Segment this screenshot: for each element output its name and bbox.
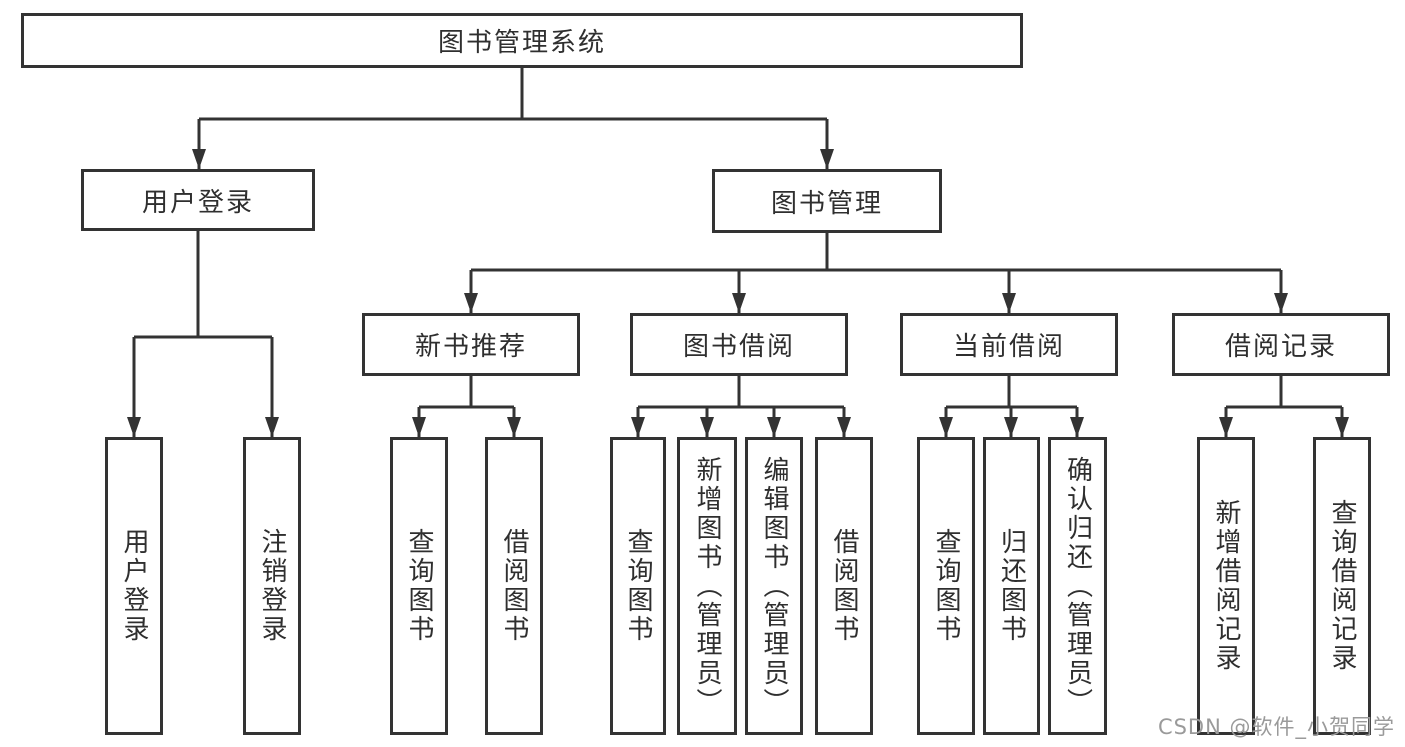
leaf-query-books: 查询图书 — [917, 437, 975, 735]
leaf-query-borrow-record: 查询借阅记录 — [1313, 437, 1371, 735]
node-user-login: 用户登录 — [81, 169, 315, 231]
leaf-query-books: 查询图书 — [390, 437, 448, 735]
node-library-system: 图书管理系统 — [21, 13, 1023, 68]
node-book-borrow: 图书借阅 — [630, 313, 848, 376]
leaf-return-book: 归还图书 — [983, 437, 1040, 735]
leaf-user-login: 用户登录 — [105, 437, 163, 735]
leaf-add-book-admin: 新增图书（管理员） — [677, 437, 737, 735]
leaf-query-books: 查询图书 — [610, 437, 666, 735]
leaf-logout: 注销登录 — [243, 437, 301, 735]
node-borrow-records: 借阅记录 — [1172, 313, 1390, 376]
leaf-borrow-books: 借阅图书 — [815, 437, 873, 735]
node-current-borrow: 当前借阅 — [900, 313, 1118, 376]
arrow-down-icons — [127, 119, 1349, 437]
node-new-book-recommend: 新书推荐 — [362, 313, 580, 376]
watermark: CSDN @软件_小贺同学 — [1157, 715, 1395, 739]
leaf-add-borrow-record: 新增借阅记录 — [1197, 437, 1255, 735]
leaf-edit-book-admin: 编辑图书（管理员） — [745, 437, 803, 735]
leaf-confirm-return-admin: 确认归还（管理员） — [1048, 437, 1107, 735]
leaf-borrow-books: 借阅图书 — [485, 437, 543, 735]
node-book-management: 图书管理 — [712, 169, 942, 233]
